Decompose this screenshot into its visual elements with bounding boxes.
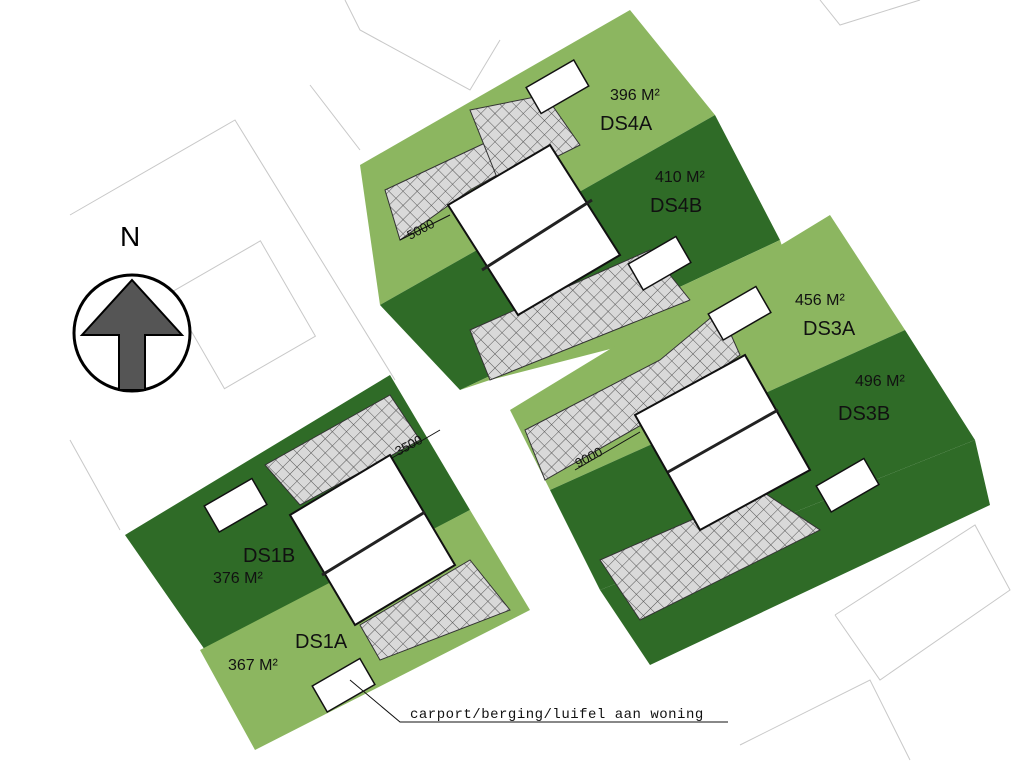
carport-ds1b[interactable] (203, 477, 268, 534)
plot-code-ds3a: DS3A (803, 318, 856, 340)
carport-ds3a[interactable] (707, 285, 772, 342)
carport-ds4a[interactable] (525, 58, 590, 115)
block-ds1 (125, 375, 530, 750)
compass-label: N (120, 221, 140, 252)
plot-code-ds4a: DS4A (600, 113, 653, 135)
plot-code-ds1b: DS1B (243, 545, 295, 567)
house-ds4 (446, 143, 622, 317)
plot-area-ds1a: 367 M² (228, 657, 278, 674)
paving-ds4-c (469, 94, 581, 186)
carport-ds1a[interactable] (311, 657, 376, 714)
block-ds4 (360, 10, 800, 390)
plot-code-ds3b: DS3B (838, 403, 890, 425)
plot-area-ds3b: 496 M² (855, 373, 905, 390)
plot-ds3-lower[interactable] (600, 440, 990, 665)
paving-ds3 (524, 309, 741, 481)
context-outlines (69, 0, 1011, 761)
plot-code-ds4b: DS4B (650, 195, 702, 217)
plot-area-ds1b: 376 M² (213, 570, 263, 587)
north-arrow-icon (79, 278, 185, 391)
plot-area-ds3a: 456 M² (795, 292, 845, 309)
plot-labels: 396 M² DS4A 410 M² DS4B 456 M² DS3A 496 … (213, 87, 905, 674)
north-compass: N (72, 221, 192, 393)
plot-area-ds4b: 410 M² (655, 169, 705, 186)
house-ds1 (288, 453, 457, 627)
annotation-text: carport/berging/luifel aan woning (410, 707, 704, 723)
carport-ds3b[interactable] (815, 457, 880, 514)
paving-ds1-b (359, 559, 511, 661)
carport-annotation: carport/berging/luifel aan woning (349, 679, 728, 723)
paving-ds1 (264, 394, 421, 506)
block-ds3 (510, 215, 990, 665)
carport-ds4b[interactable] (627, 235, 692, 292)
plot-area-ds4a: 396 M² (610, 87, 660, 104)
annotation-leader (349, 679, 728, 723)
paving-ds4-b (469, 249, 691, 381)
plot-code-ds1a: DS1A (295, 631, 348, 653)
